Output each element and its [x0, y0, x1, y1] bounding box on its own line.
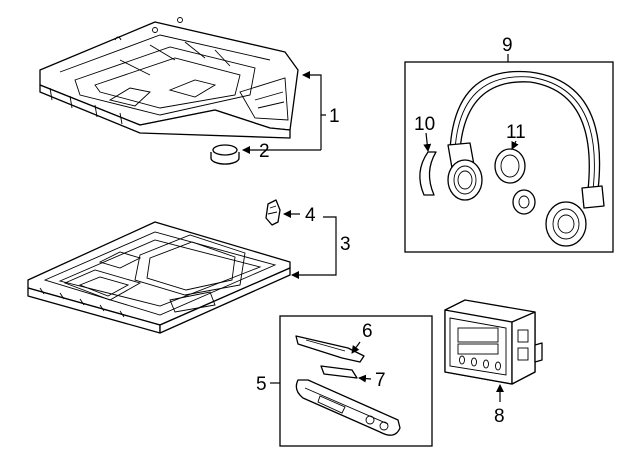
console-housing-part: [27, 221, 291, 334]
switch-part: [320, 365, 358, 379]
callout-9: 9: [502, 35, 513, 56]
kit-frame: [279, 315, 433, 447]
callout-8: 8: [494, 406, 505, 427]
clip-part: [265, 199, 281, 226]
callout-11: 11: [506, 122, 526, 143]
callout-10: 10: [414, 114, 435, 135]
grommet-part: [210, 144, 240, 165]
callout-1: 1: [329, 106, 340, 127]
headphone-frame: [404, 61, 614, 253]
ear-cushion-part: [494, 148, 526, 184]
leader-lines: [242, 54, 519, 402]
ear-pad-part: [419, 151, 437, 196]
overhead-bracket-part: [39, 17, 299, 139]
lens-part: [295, 335, 365, 363]
callout-5: 5: [256, 374, 267, 395]
spacer-ring-part: [512, 189, 536, 215]
callout-4: 4: [305, 205, 316, 226]
callout-3: 3: [340, 234, 351, 255]
callout-2: 2: [259, 141, 270, 162]
headphones-part: [447, 70, 605, 247]
control-unit-part: [444, 299, 543, 385]
callout-6: 6: [362, 321, 373, 342]
map-light-part: [295, 379, 401, 436]
callout-7: 7: [375, 370, 386, 391]
